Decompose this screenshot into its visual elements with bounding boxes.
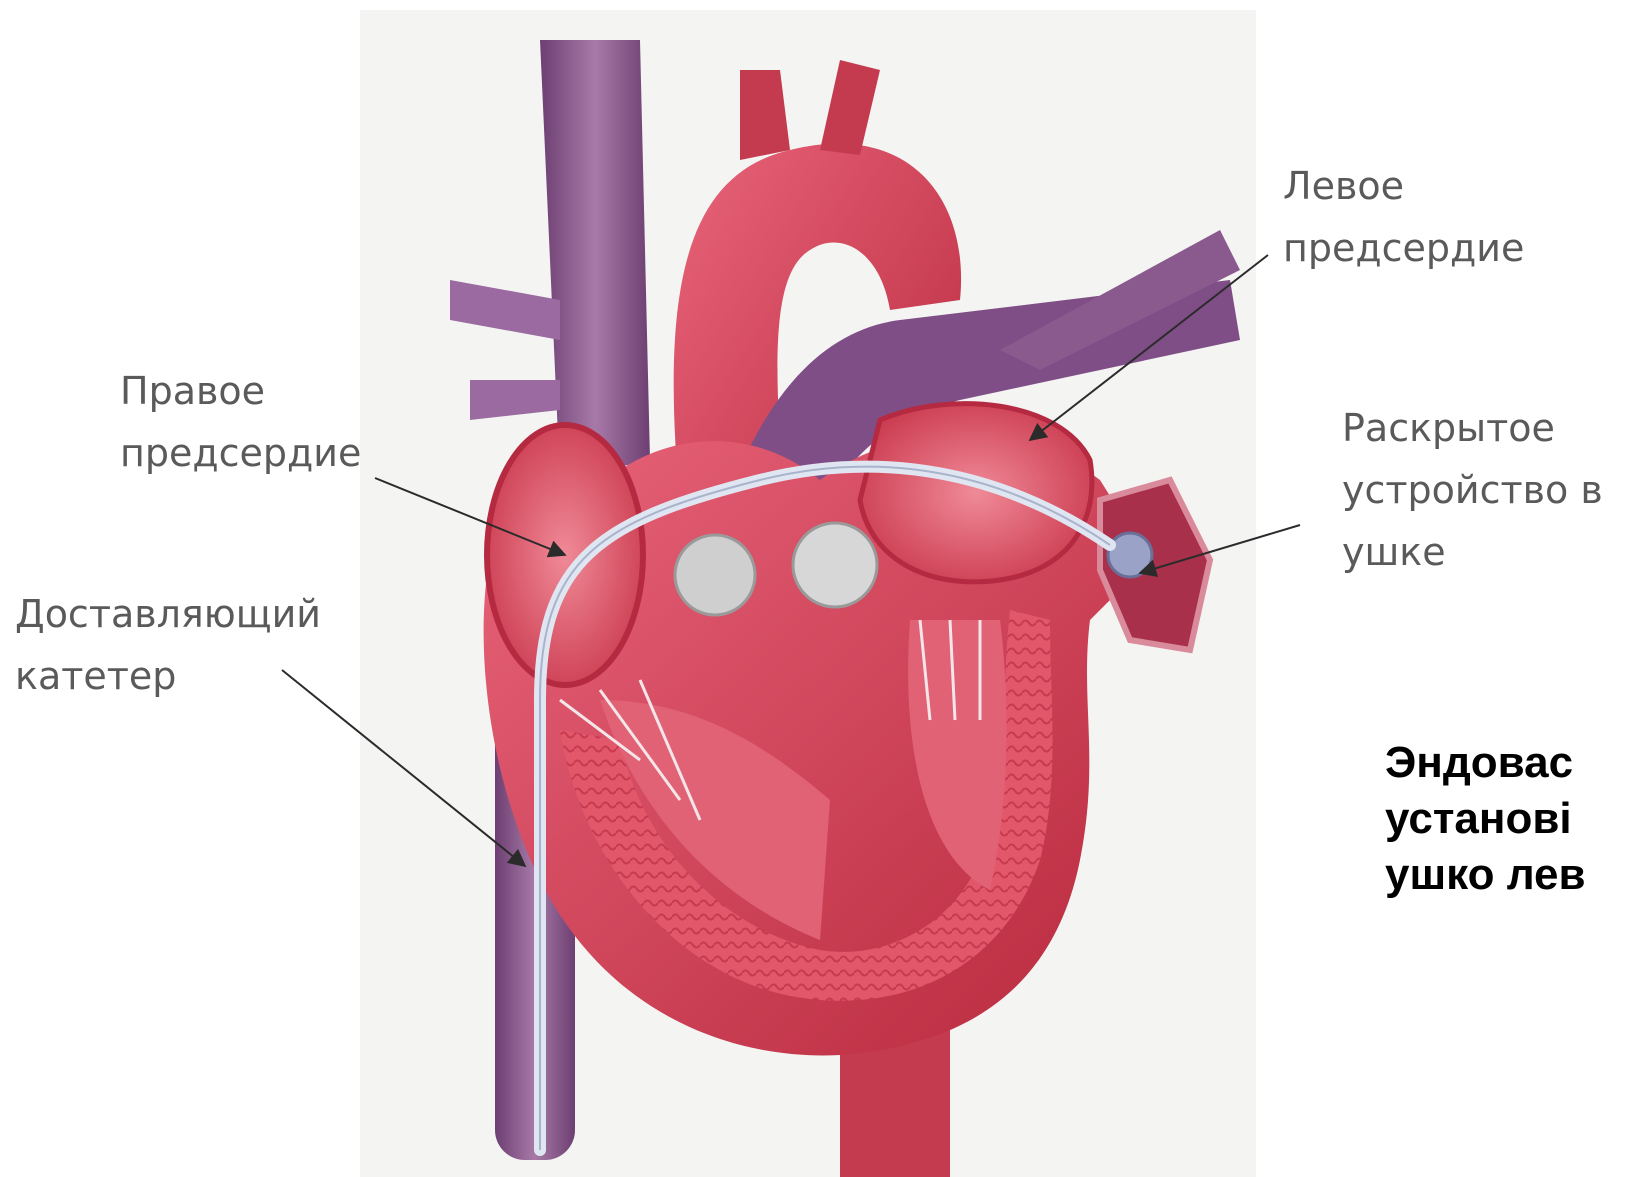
label-device: Раскрытое устройство в ушке <box>1342 397 1603 583</box>
caption-text: Эндовас установі ушко лев <box>1385 735 1586 903</box>
label-left-atrium: Левое предсердие <box>1283 155 1524 279</box>
aortic-valve <box>793 523 877 607</box>
pulmonary-valve <box>675 535 755 615</box>
left-atrium-chamber <box>860 404 1092 582</box>
label-right-atrium: Правое предсердие <box>120 360 361 484</box>
label-catheter: Доставляющий катетер <box>15 583 321 707</box>
